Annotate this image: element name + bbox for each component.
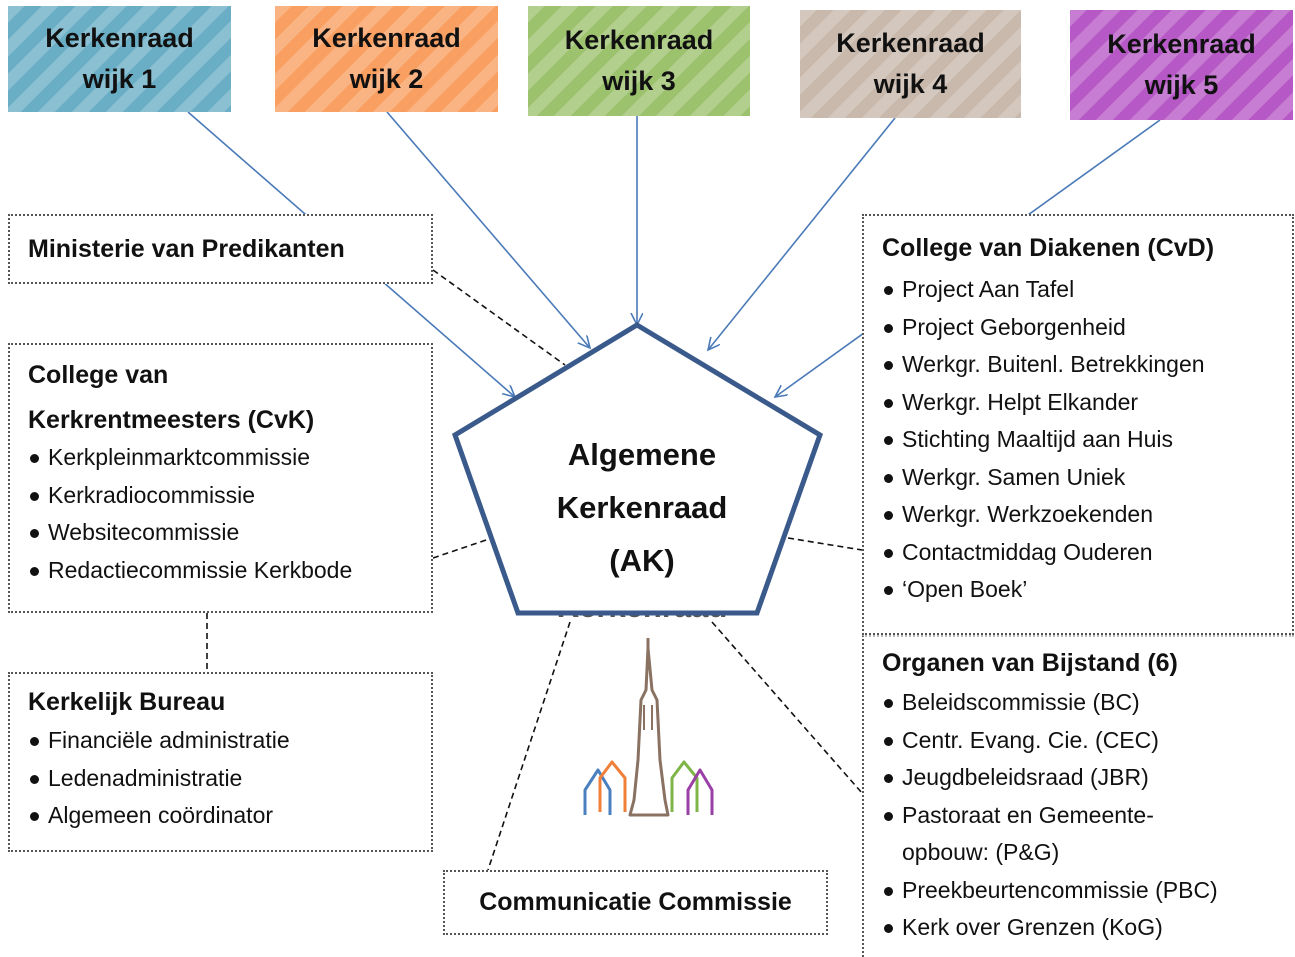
wijk-5-line2: wijk 5 — [1144, 70, 1219, 100]
center-title-line3: (AK) — [609, 543, 675, 578]
organen-item: Kerk over Grenzen (KoG) — [882, 909, 1276, 947]
cvd-item: Project Geborgenheid — [882, 309, 1274, 347]
bureau-title: Kerkelijk Bureau — [28, 688, 226, 716]
cvk-item: Websitecommissie — [28, 514, 413, 552]
connector-communicatie — [487, 621, 571, 871]
cvd-box: College van Diakenen (CvD) Project Aan T… — [862, 214, 1294, 635]
organen-item: Beleidscommissie (BC) — [882, 684, 1276, 722]
center-title-line2: Kerkenraad — [556, 490, 728, 525]
cvd-list: Project Aan Tafel Project Geborgenheid W… — [882, 271, 1274, 609]
organen-item: Jeugdbeleidsraad (JBR) — [882, 759, 1276, 797]
cvk-item: Kerkradiocommissie — [28, 477, 413, 515]
ministerie-title: Ministerie van Predikanten — [28, 235, 345, 263]
cvd-item: Contactmiddag Ouderen — [882, 534, 1274, 572]
wijk-1-line1: Kerkenraad — [45, 23, 194, 53]
bureau-box: Kerkelijk Bureau Financiële administrati… — [8, 672, 433, 852]
wijk-4-line1: Kerkenraad — [836, 28, 985, 58]
connector-cvd — [787, 537, 863, 551]
wijk-3-line2: wijk 3 — [602, 66, 676, 96]
organen-item: Pastoraat en Gemeente-opbouw: (P&G) — [882, 797, 1202, 872]
cvk-box: College van Kerkrentmeesters (CvK) Kerkp… — [8, 343, 433, 613]
organen-list: Beleidscommissie (BC) Centr. Evang. Cie.… — [882, 684, 1276, 947]
cvd-item: Werkgr. Helpt Elkander — [882, 384, 1274, 422]
bureau-item: Algemeen coördinator — [28, 797, 413, 835]
wijk-box-5: Kerkenraad wijk 5 — [1070, 10, 1293, 120]
connector-organen — [711, 621, 863, 794]
wijk-box-4: Kerkenraad wijk 4 — [800, 10, 1021, 118]
wijk-3-line1: Kerkenraad — [564, 25, 714, 55]
arrow-wijk-4 — [708, 117, 896, 350]
organen-item: Centr. Evang. Cie. (CEC) — [882, 722, 1276, 760]
wijk-2-line2: wijk 2 — [349, 64, 424, 94]
wijk-2-line1: Kerkenraad — [312, 23, 461, 53]
arrow-wijk-2 — [386, 111, 590, 348]
wijk-box-2: Kerkenraad wijk 2 — [275, 6, 498, 112]
bureau-item: Financiële administratie — [28, 722, 413, 760]
organen-title: Organen van Bijstand (6) — [882, 649, 1178, 677]
wijk-box-3: Kerkenraad wijk 3 — [528, 6, 750, 116]
organen-box: Organen van Bijstand (6) Beleidscommissi… — [862, 635, 1294, 957]
cvd-item: Werkgr. Buitenl. Betrekkingen — [882, 346, 1274, 384]
cvk-title-line2: Kerkrentmeesters (CvK) — [28, 406, 315, 434]
cvd-title: College van Diakenen (CvD) — [882, 234, 1215, 262]
cvk-list: Kerkpleinmarktcommissie Kerkradiocommiss… — [28, 439, 413, 589]
cvk-title-line1: College van — [28, 361, 169, 389]
center-title-line1: Algemene — [567, 437, 717, 472]
connector-cvk — [432, 536, 496, 559]
cvd-item: Stichting Maaltijd aan Huis — [882, 421, 1274, 459]
cvd-item: ‘Open Boek’ — [882, 571, 1274, 609]
cvk-item: Redactiecommissie Kerkbode — [28, 552, 413, 590]
center-ghost-text: Kerkenraad — [556, 598, 728, 620]
ministerie-box: Ministerie van Predikanten — [8, 214, 433, 284]
cvd-item: Project Aan Tafel — [882, 271, 1274, 309]
cvd-item: Werkgr. Werkzoekenden — [882, 496, 1274, 534]
bureau-item: Ledenadministratie — [28, 760, 413, 798]
organen-item: Preekbeurtencommissie (PBC) — [882, 872, 1276, 910]
cvk-item: Kerkpleinmarktcommissie — [28, 439, 413, 477]
communicatie-title: Communicatie Commissie — [479, 888, 792, 916]
wijk-4-line2: wijk 4 — [873, 69, 948, 99]
wijk-box-1: Kerkenraad wijk 1 — [8, 6, 231, 112]
wijk-5-line1: Kerkenraad — [1107, 29, 1256, 59]
connector-ministerie — [432, 269, 566, 366]
wijk-1-line2: wijk 1 — [82, 64, 157, 94]
cvd-item: Werkgr. Samen Uniek — [882, 459, 1274, 497]
bureau-list: Financiële administratie Ledenadministra… — [28, 722, 413, 835]
center-title: Algemene Kerkenraad (AK) — [537, 428, 747, 587]
communicatie-box: Communicatie Commissie — [443, 870, 828, 935]
